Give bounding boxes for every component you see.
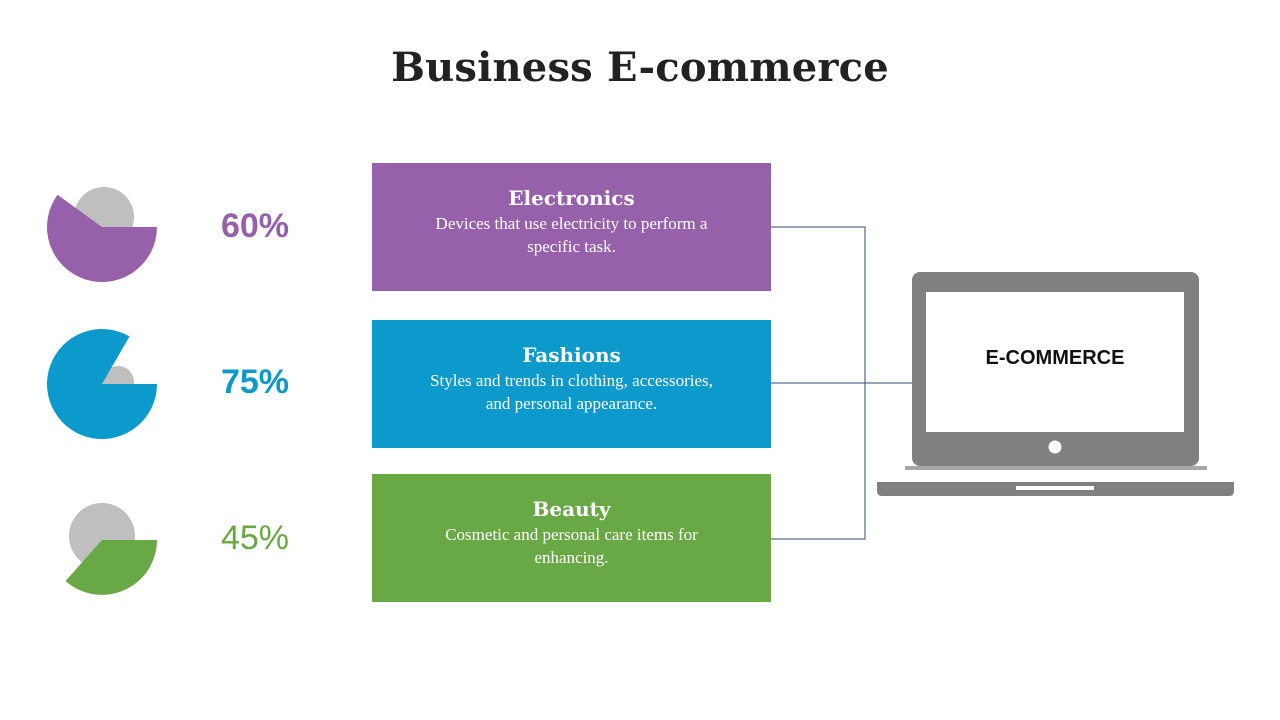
electronics-percentage-pie [46, 187, 157, 283]
beauty-card: Beauty Cosmetic and personal care items … [372, 474, 771, 602]
electronics-percentage: 60% [220, 207, 290, 245]
beauty-percentage-pie [65, 503, 157, 595]
fashions-percentage-pie [47, 329, 158, 440]
fashions-description: Styles and trends in clothing, accessori… [430, 371, 713, 413]
laptop-icon [877, 272, 1234, 496]
laptop-touchpad-slot [1016, 486, 1094, 490]
page-title: Business E-commerce [391, 44, 889, 91]
beauty-percentage: 45% [220, 519, 290, 557]
fashions-percentage: 75% [220, 363, 290, 401]
beauty-title: Beauty [532, 497, 611, 521]
pie-value-slice [47, 329, 158, 440]
fashions-card: Fashions Styles and trends in clothing, … [372, 320, 771, 448]
electronics-card: Electronics Devices that use electricity… [372, 163, 771, 291]
laptop-screen [926, 292, 1184, 432]
electronics-title: Electronics [508, 186, 635, 210]
beauty-description: Cosmetic and personal care items for enh… [445, 525, 698, 567]
pie-value-slice [65, 540, 157, 595]
laptop-screen-label: E-COMMERCE [985, 347, 1125, 369]
fashions-title: Fashions [522, 343, 621, 367]
laptop-hinge [905, 466, 1207, 470]
electronics-description: Devices that use electricity to perform … [435, 214, 708, 256]
camera-dot [1048, 440, 1062, 454]
pie-value-slice [46, 194, 157, 283]
